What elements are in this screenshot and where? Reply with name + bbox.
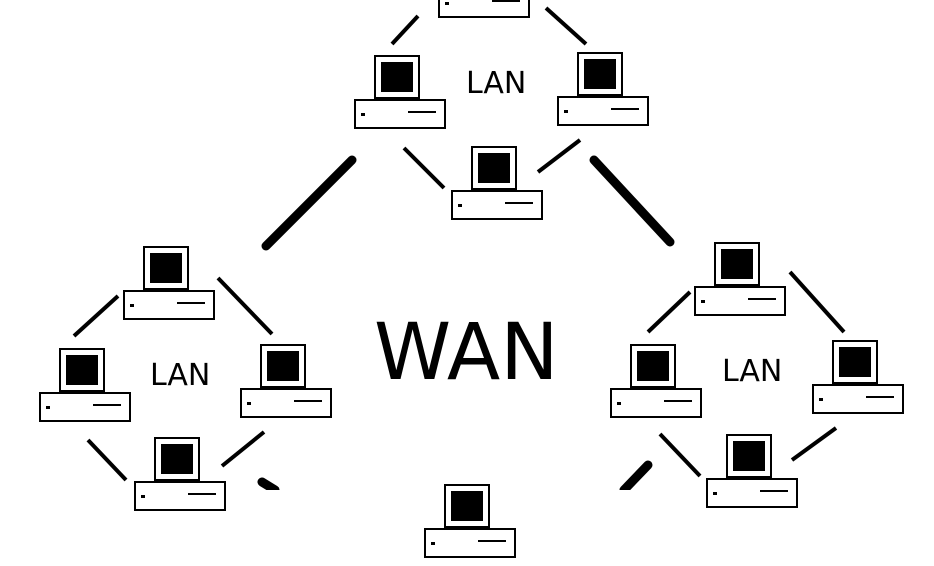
computer: [610, 344, 702, 426]
computer: [134, 437, 226, 519]
system-unit: [438, 0, 530, 18]
system-unit: [39, 392, 131, 422]
monitor: [143, 246, 189, 290]
links-layer: [72, 6, 846, 490]
lan-label-left: LAN: [150, 358, 211, 393]
lan-link: [402, 146, 446, 190]
system-unit: [694, 286, 786, 316]
computer: [39, 348, 131, 430]
computer: [240, 344, 332, 426]
computer: [451, 146, 543, 228]
system-unit: [610, 388, 702, 418]
lan-link: [72, 294, 120, 338]
monitor: [714, 242, 760, 286]
monitor: [471, 146, 517, 190]
lan-link: [788, 270, 846, 334]
monitor: [260, 344, 306, 388]
wan-link-bottom-left: [257, 477, 280, 490]
computer: [706, 434, 798, 516]
monitor: [154, 437, 200, 481]
lan-link: [216, 276, 274, 336]
computer: [123, 246, 215, 328]
monitor: [374, 55, 420, 99]
lan-link: [220, 430, 266, 468]
lan-link: [86, 438, 128, 482]
lan-link: [390, 14, 420, 46]
computer: [812, 340, 904, 422]
wan-link-top-right: [589, 155, 675, 247]
system-unit: [354, 99, 446, 129]
lan-link: [536, 138, 582, 174]
system-unit: [240, 388, 332, 418]
system-unit: [424, 528, 516, 558]
monitor: [444, 484, 490, 528]
wan-link-bottom-right: [619, 460, 653, 490]
system-unit: [451, 190, 543, 220]
monitor: [577, 52, 623, 96]
lan-label-top: LAN: [466, 66, 527, 101]
wan-label: WAN: [374, 308, 559, 398]
monitor: [832, 340, 878, 384]
monitor: [630, 344, 676, 388]
computer: [557, 52, 649, 134]
system-unit: [706, 478, 798, 508]
computer: [694, 242, 786, 324]
lan-link: [646, 290, 692, 334]
system-unit: [812, 384, 904, 414]
system-unit: [134, 481, 226, 511]
lan-link: [658, 432, 702, 478]
system-unit: [557, 96, 649, 126]
computer: [424, 484, 516, 566]
network-diagram: LAN LAN LAN WAN: [39, 0, 904, 558]
lan-label-right: LAN: [722, 354, 783, 389]
system-unit: [123, 290, 215, 320]
monitor: [59, 348, 105, 392]
monitor: [726, 434, 772, 478]
computer: [438, 0, 530, 26]
lan-link: [790, 426, 838, 462]
lan-link: [544, 6, 588, 46]
computer: [354, 55, 446, 137]
wan-link-top-left: [261, 155, 357, 251]
